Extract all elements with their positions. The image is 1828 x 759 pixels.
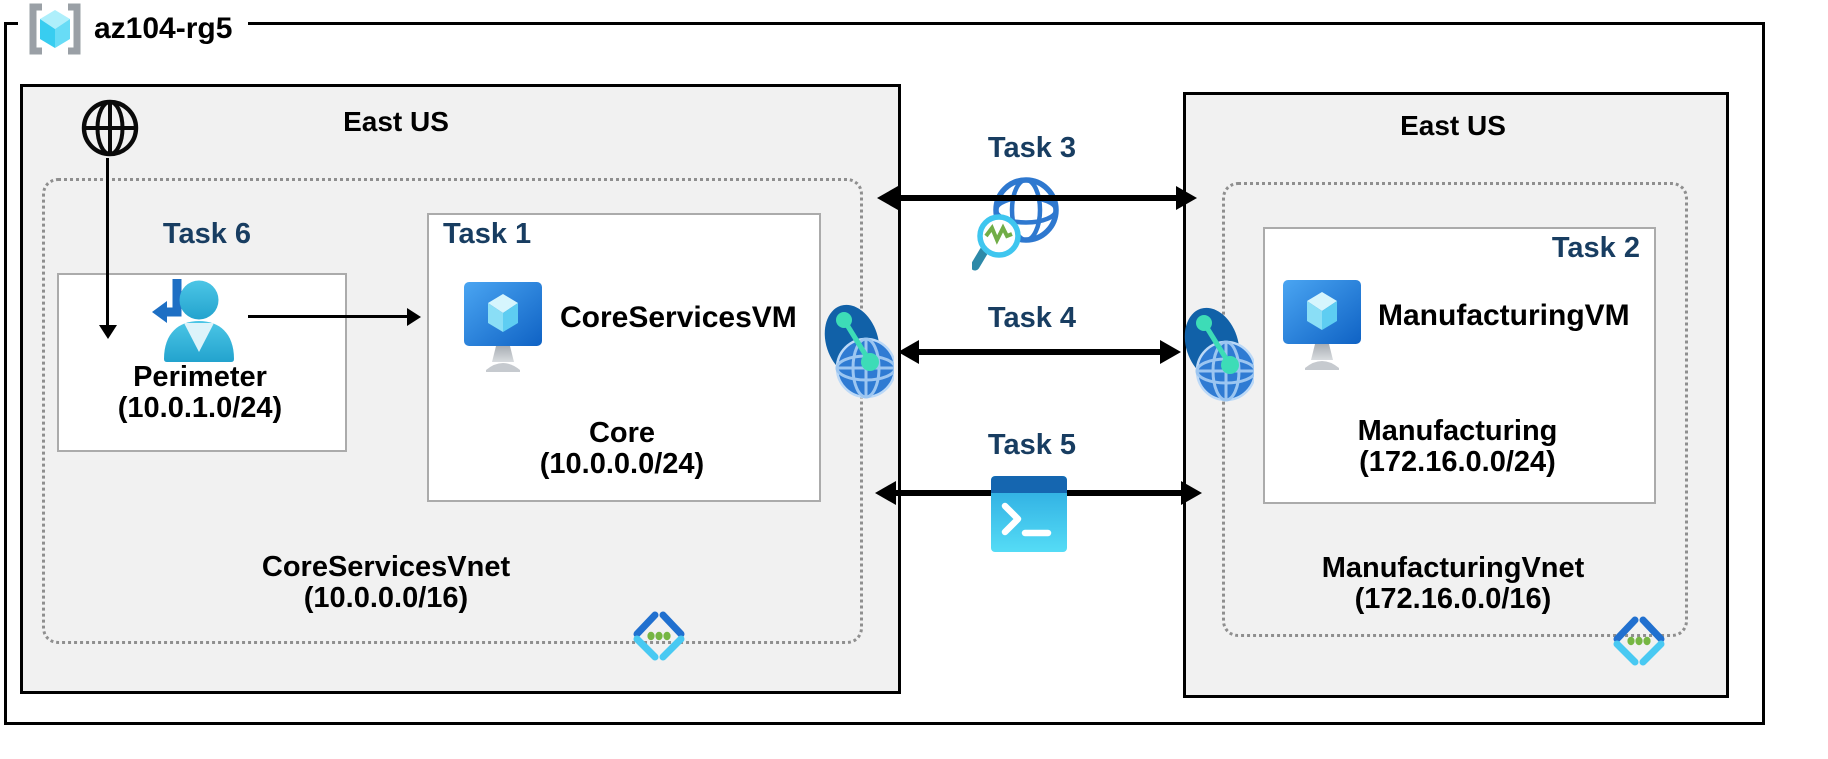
vm-icon [464, 282, 542, 372]
subnet-cidr: (10.0.1.0/24) [117, 392, 283, 424]
task1-label: Task 1 [443, 218, 532, 250]
task3-peering-arrow [897, 195, 1177, 201]
core-vm-name: CoreServicesVM [560, 301, 797, 334]
cloud-shell-icon [991, 476, 1067, 552]
task5-label: Task 5 [987, 429, 1077, 461]
vnet-cidr: (10.0.0.0/16) [303, 582, 469, 614]
vnet-name: CoreServicesVnet [261, 551, 511, 583]
task4-label: Task 4 [987, 302, 1077, 334]
virtual-network-icon [1613, 616, 1665, 666]
resource-group-icon [29, 3, 81, 55]
internet-to-perimeter-arrow [106, 158, 109, 326]
virtual-network-icon [633, 611, 685, 661]
network-peering-icon [824, 304, 894, 399]
subnet-name: Core [588, 417, 656, 449]
manufacturing-subnet-label: Manufacturing (172.16.0.0/24) [1263, 416, 1652, 478]
right-vnet-label: ManufacturingVnet (172.16.0.0/16) [1303, 553, 1603, 615]
core-subnet-box [427, 213, 821, 502]
task3-label: Task 3 [987, 132, 1077, 164]
resource-group-label: az104-rg5 [18, 0, 249, 58]
network-peering-icon [1184, 307, 1254, 402]
task2-label: Task 2 [1551, 232, 1640, 264]
guest-user-icon [152, 279, 234, 362]
subnet-cidr: (10.0.0.0/24) [539, 448, 705, 480]
task4-peering-arrow [918, 349, 1161, 355]
left-vnet-label: CoreServicesVnet (10.0.0.0/16) [236, 552, 536, 614]
vnet-boundary-right [1222, 182, 1688, 637]
subnet-name: Manufacturing [1357, 415, 1558, 447]
task6-label: Task 6 [162, 218, 252, 250]
vm-icon [1283, 280, 1361, 370]
vnet-name: ManufacturingVnet [1321, 552, 1585, 584]
vnet-cidr: (172.16.0.0/16) [1354, 583, 1552, 615]
perimeter-subnet-label: Perimeter (10.0.1.0/24) [57, 362, 343, 424]
perimeter-to-core-arrow [248, 315, 408, 318]
network-watcher-icon [972, 177, 1059, 271]
vnet-boundary-left [42, 178, 863, 644]
manufacturing-vm-name: ManufacturingVM [1378, 299, 1630, 332]
subnet-name: Perimeter [133, 361, 267, 393]
core-subnet-label: Core (10.0.0.0/24) [427, 418, 817, 480]
internet-icon [81, 99, 139, 157]
region-title-left: East US [343, 106, 449, 137]
resource-group-name: az104-rg5 [94, 12, 233, 45]
subnet-cidr: (172.16.0.0/24) [1359, 446, 1556, 478]
resource-group-frame [4, 22, 1765, 725]
region-title-right: East US [1400, 110, 1506, 141]
